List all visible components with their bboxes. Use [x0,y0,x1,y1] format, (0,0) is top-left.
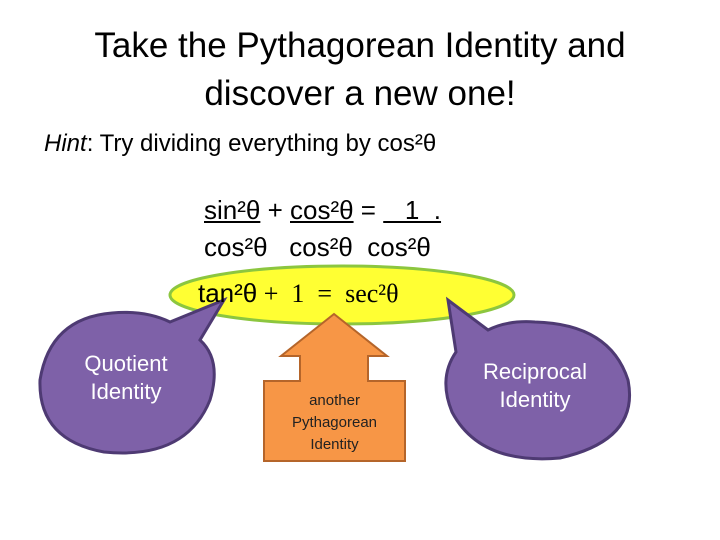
another-identity-label: another Pythagorean Identity [264,390,405,456]
title-line-1: Take the Pythagorean Identity and [94,26,626,65]
reciprocal-bubble [444,296,631,461]
hint-text: Hint: Try dividing everything by cos²θ [44,130,436,158]
title-line-2: discover a new one! [204,74,516,113]
denominator-2: cos²θ [289,232,353,262]
quotient-line-1: Quotient [84,351,168,376]
plus-sign: + [260,195,290,225]
another-line-1: another [309,392,360,409]
hint-body: : Try dividing everything by cos²θ [86,130,437,157]
quotient-bubble [38,296,228,455]
another-identity-arrow-callout [263,312,406,462]
hint-label: Hint [44,130,87,157]
reciprocal-line-1: Reciprocal [483,359,587,384]
quotient-line-2: Identity [90,379,162,404]
result-tan: tan²θ [198,278,258,308]
another-line-2: Pythagorean [291,414,378,431]
reciprocal-line-2: Identity [499,387,571,412]
equals-sign: = [353,195,384,225]
numerator-sin: sin²θ [204,195,261,225]
quotient-identity-label: Quotient Identity [56,350,196,406]
denominator-3: cos²θ [367,232,431,262]
denominator-1: cos²θ [204,232,268,262]
result-rest: + 1 = sec²θ [257,279,399,308]
slide-title: Take the Pythagorean Identity and discov… [60,22,660,118]
numerator-one: 1 . [383,195,442,225]
reciprocal-identity-label: Reciprocal Identity [460,358,610,414]
numerator-cos: cos²θ [290,195,354,225]
numerator-row: sin²θ + cos²θ = 1 . [204,195,441,226]
another-line-3: Identity [310,436,359,453]
denominator-row: cos²θ cos²θ cos²θ [204,232,431,263]
result-row: tan²θ + 1 = sec²θ [198,278,399,309]
